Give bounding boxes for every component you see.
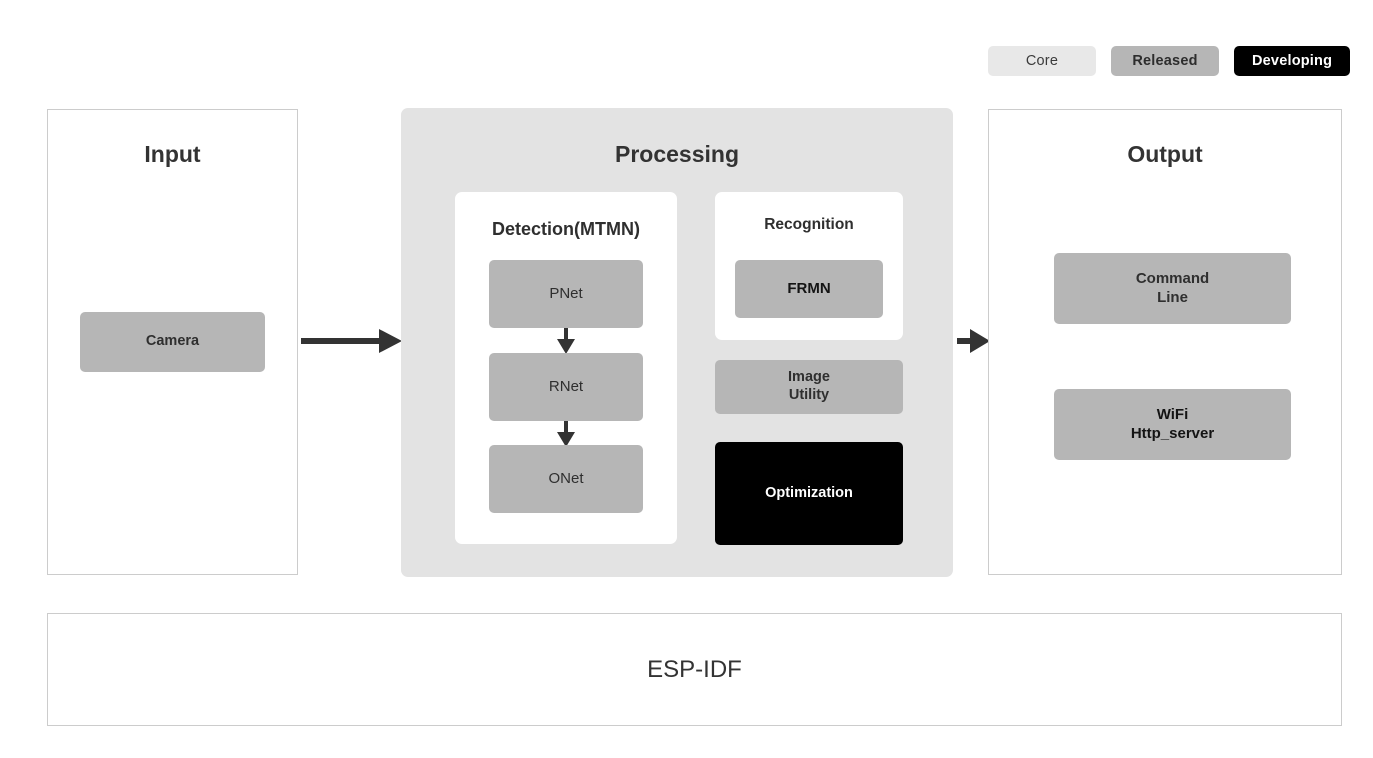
node-pnet-label: PNet: [549, 284, 583, 302]
legend-badge-released: Released: [1111, 46, 1219, 76]
node-rnet-label: RNet: [548, 377, 584, 395]
legend-label-released: Released: [1132, 53, 1198, 69]
espidf-label: ESP-IDF: [647, 655, 742, 683]
node-wifi-http-server-label: WiFi Http_server: [1131, 406, 1214, 443]
node-image-utility-line1: Image: [788, 369, 830, 386]
legend-badge-developing: Developing: [1234, 46, 1351, 76]
card-detection-title: Detection(MTMN): [492, 219, 640, 239]
panel-title-input: Input: [144, 141, 201, 167]
panel-title-processing: Processing: [615, 141, 739, 167]
node-wifi-http-server: WiFi Http_server: [1054, 389, 1291, 460]
node-command-line-label: Command Line: [1136, 270, 1209, 307]
legend-label-core: Core: [1025, 53, 1059, 69]
node-wifi-http-server-line2: Http_server: [1130, 424, 1215, 442]
node-command-line: Command Line: [1054, 253, 1291, 324]
node-camera-label: Camera: [145, 333, 200, 350]
node-frmn: FRMN: [735, 260, 883, 318]
node-optimization-label: Optimization: [765, 484, 853, 501]
arrow-input-to-processing: [301, 329, 402, 353]
legend-label-developing: Developing: [1252, 53, 1333, 69]
panel-title-output: Output: [1127, 141, 1203, 167]
node-wifi-http-server-line1: WiFi: [1156, 406, 1189, 424]
node-command-line-line2: Line: [1157, 288, 1188, 306]
arrow-processing-to-output: [957, 329, 990, 353]
legend-badge-core: Core: [988, 46, 1096, 76]
panel-output: [988, 109, 1342, 575]
panel-espidf: ESP-IDF: [47, 613, 1342, 726]
node-onet-label: ONet: [548, 469, 584, 487]
node-pnet: PNet: [489, 260, 643, 328]
node-image-utility: Image Utility: [715, 360, 903, 414]
node-frmn-label: FRMN: [787, 279, 831, 297]
node-camera: Camera: [80, 312, 265, 372]
arrow-pnet-to-rnet: [557, 328, 575, 354]
card-recognition-title: Recognition: [764, 216, 854, 233]
node-image-utility-label: Image Utility: [788, 369, 830, 405]
node-image-utility-line2: Utility: [788, 387, 830, 403]
node-command-line-line1: Command: [1135, 270, 1210, 288]
legend: Core Released Developing: [988, 46, 1351, 76]
arrow-rnet-to-onet: [557, 421, 575, 447]
node-optimization: Optimization: [715, 442, 903, 545]
node-rnet: RNet: [489, 353, 643, 421]
node-onet: ONet: [489, 445, 643, 513]
